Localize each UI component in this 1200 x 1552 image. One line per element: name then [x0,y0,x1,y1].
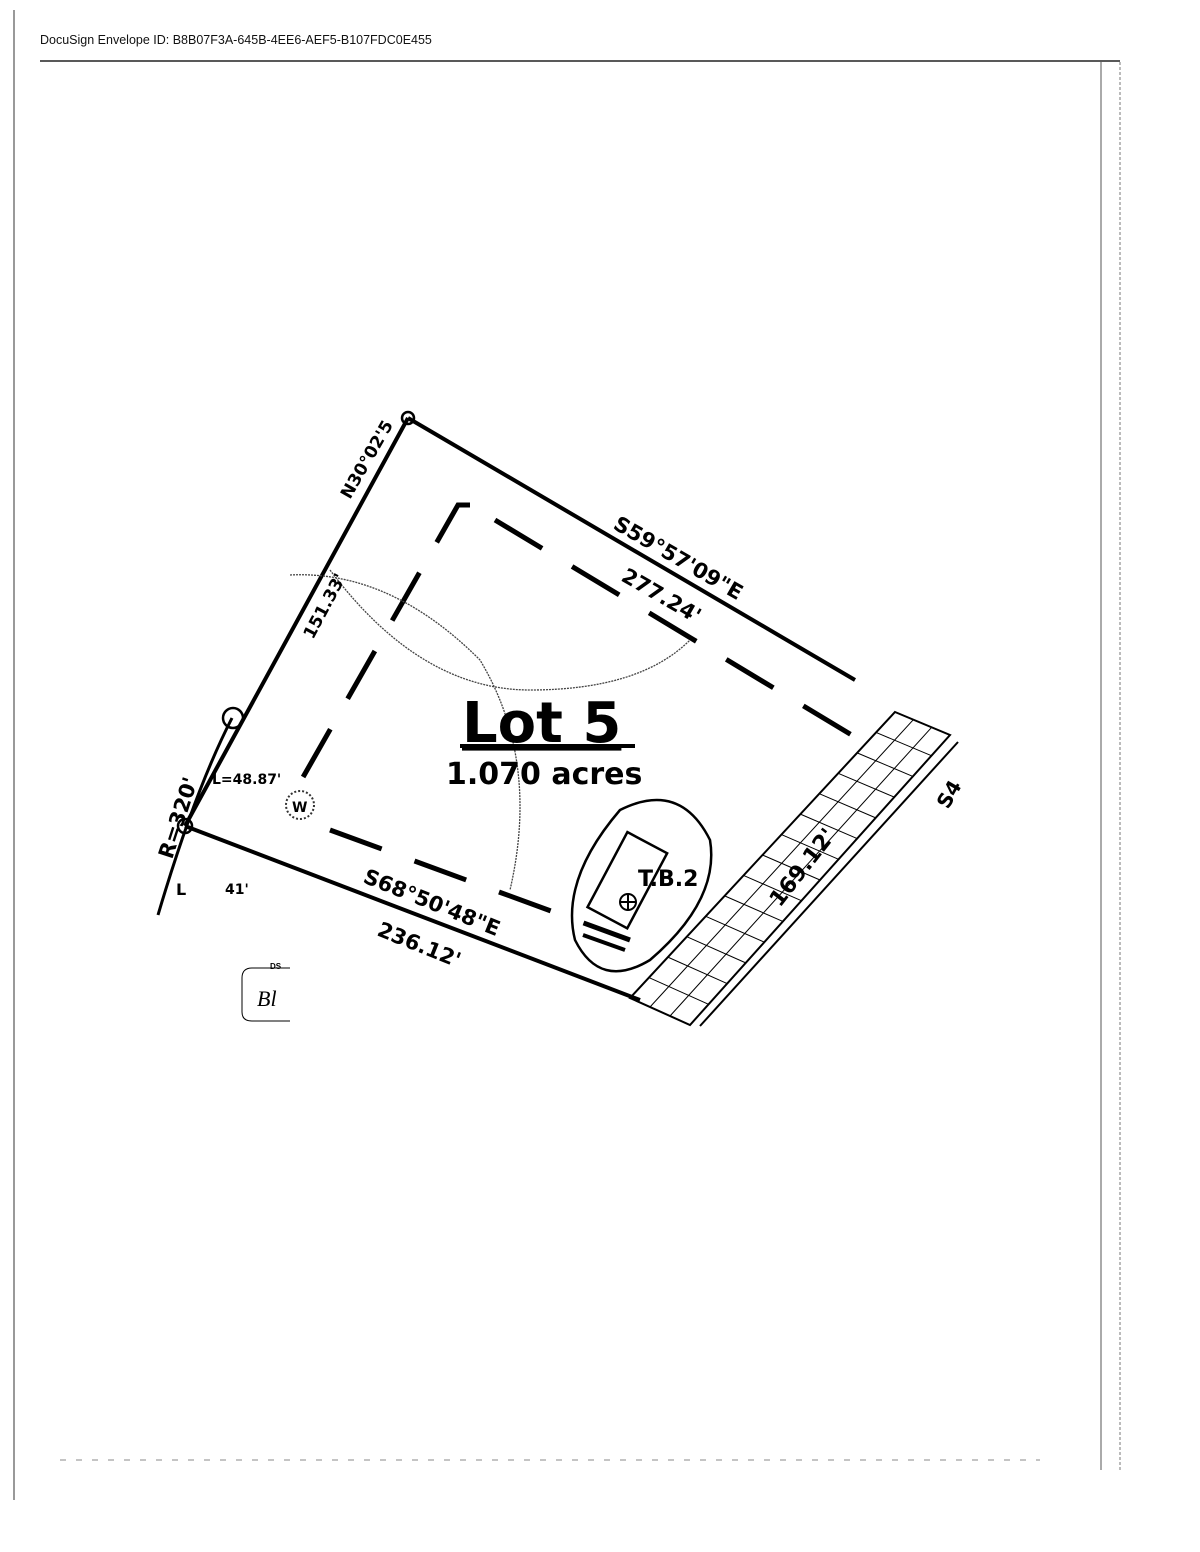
curve-length-label: L=48.87' [212,772,281,788]
hatch-line [669,726,933,1017]
hatch-line [743,874,802,902]
hatch-line [800,813,858,840]
test-bore-label: T.B.2 [638,867,698,892]
lot-area: 1.070 acres [446,757,642,792]
hatch-line [686,936,746,964]
survey-monument-icon [400,410,416,426]
easement-hatched-strip [628,710,959,1027]
hatch-line [705,915,765,943]
curve-radius-label: R=320' [154,774,203,861]
well-icon: W [285,790,315,820]
hatch-line [667,956,728,985]
hatch-line [819,793,876,819]
hatch-line [781,834,839,860]
lower-curve-label: L [176,880,186,899]
hatch-line [875,731,932,757]
building-setback-line [287,502,862,943]
east-partial-label: S4 [932,776,967,813]
hatch-line [762,854,821,881]
hatch-line [838,772,895,798]
north-distance-label: 151.33' [300,570,351,642]
lot-boundary [156,416,857,1002]
hatch-line [649,719,914,1008]
initials-stamp-tag: DS [270,962,282,971]
survey-monument-icon [221,706,245,730]
hatch-line [648,977,709,1005]
septic-area [570,798,713,973]
test-bore-icon [619,893,637,911]
lower-curve-value: 41' [225,882,249,898]
setback-arcs [289,569,691,891]
initials-signature: Bl [257,986,277,1011]
docusign-envelope-id: DocuSign Envelope ID: B8B07F3A-645B-4EE6… [40,33,432,47]
survey-monument-icon [176,817,194,835]
svg-text:W: W [292,800,307,816]
hatch-line [856,752,914,777]
initials-stamp: DS Bl [241,962,290,1022]
hatch-line [724,895,784,922]
